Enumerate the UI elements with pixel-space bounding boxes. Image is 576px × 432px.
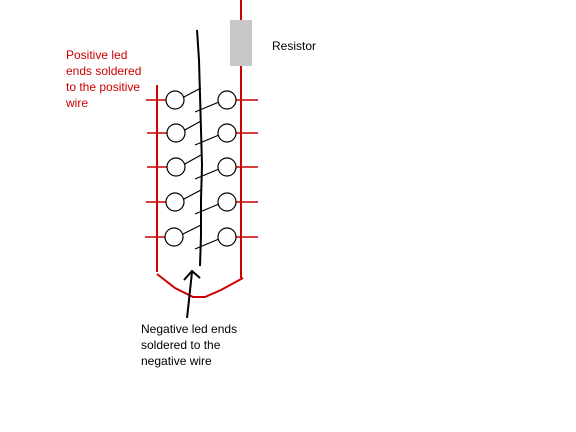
led-right-negative-lead [194, 203, 220, 215]
led-right-negative-lead [194, 168, 220, 180]
led-array [145, 87, 258, 250]
negative-wire [196, 29, 204, 267]
arrow-shaft [186, 271, 193, 319]
led-left-negative-lead [182, 120, 202, 132]
resistor-label: Resistor [272, 39, 317, 53]
positive-wire-bottom-loop [156, 273, 244, 298]
led-left [164, 227, 184, 247]
led-left-negative-lead [181, 87, 202, 99]
led-left [165, 192, 185, 212]
arrow-head [183, 269, 201, 281]
led-left [166, 157, 186, 177]
led-right [217, 192, 237, 212]
led-right-negative-lead [194, 101, 220, 113]
led-right [217, 157, 237, 177]
led-right [217, 227, 237, 247]
positive-wire [156, 0, 244, 298]
negative-wire-arrow [183, 269, 201, 319]
led-right [217, 123, 237, 143]
led-left-negative-lead [181, 189, 202, 201]
positive-lead-note: Positive led ends soldered to the positi… [66, 48, 142, 110]
led-left-negative-lead [180, 224, 202, 236]
led-right-negative-lead [194, 134, 220, 146]
negative-wire-line [196, 29, 204, 267]
led-left-negative-lead [182, 154, 202, 166]
resistor [230, 20, 252, 66]
led-left [165, 90, 185, 110]
led-right-negative-lead [194, 238, 220, 250]
led-right [217, 90, 237, 110]
led-left [166, 123, 186, 143]
negative-lead-note: Negative led ends soldered to the negati… [141, 322, 238, 368]
